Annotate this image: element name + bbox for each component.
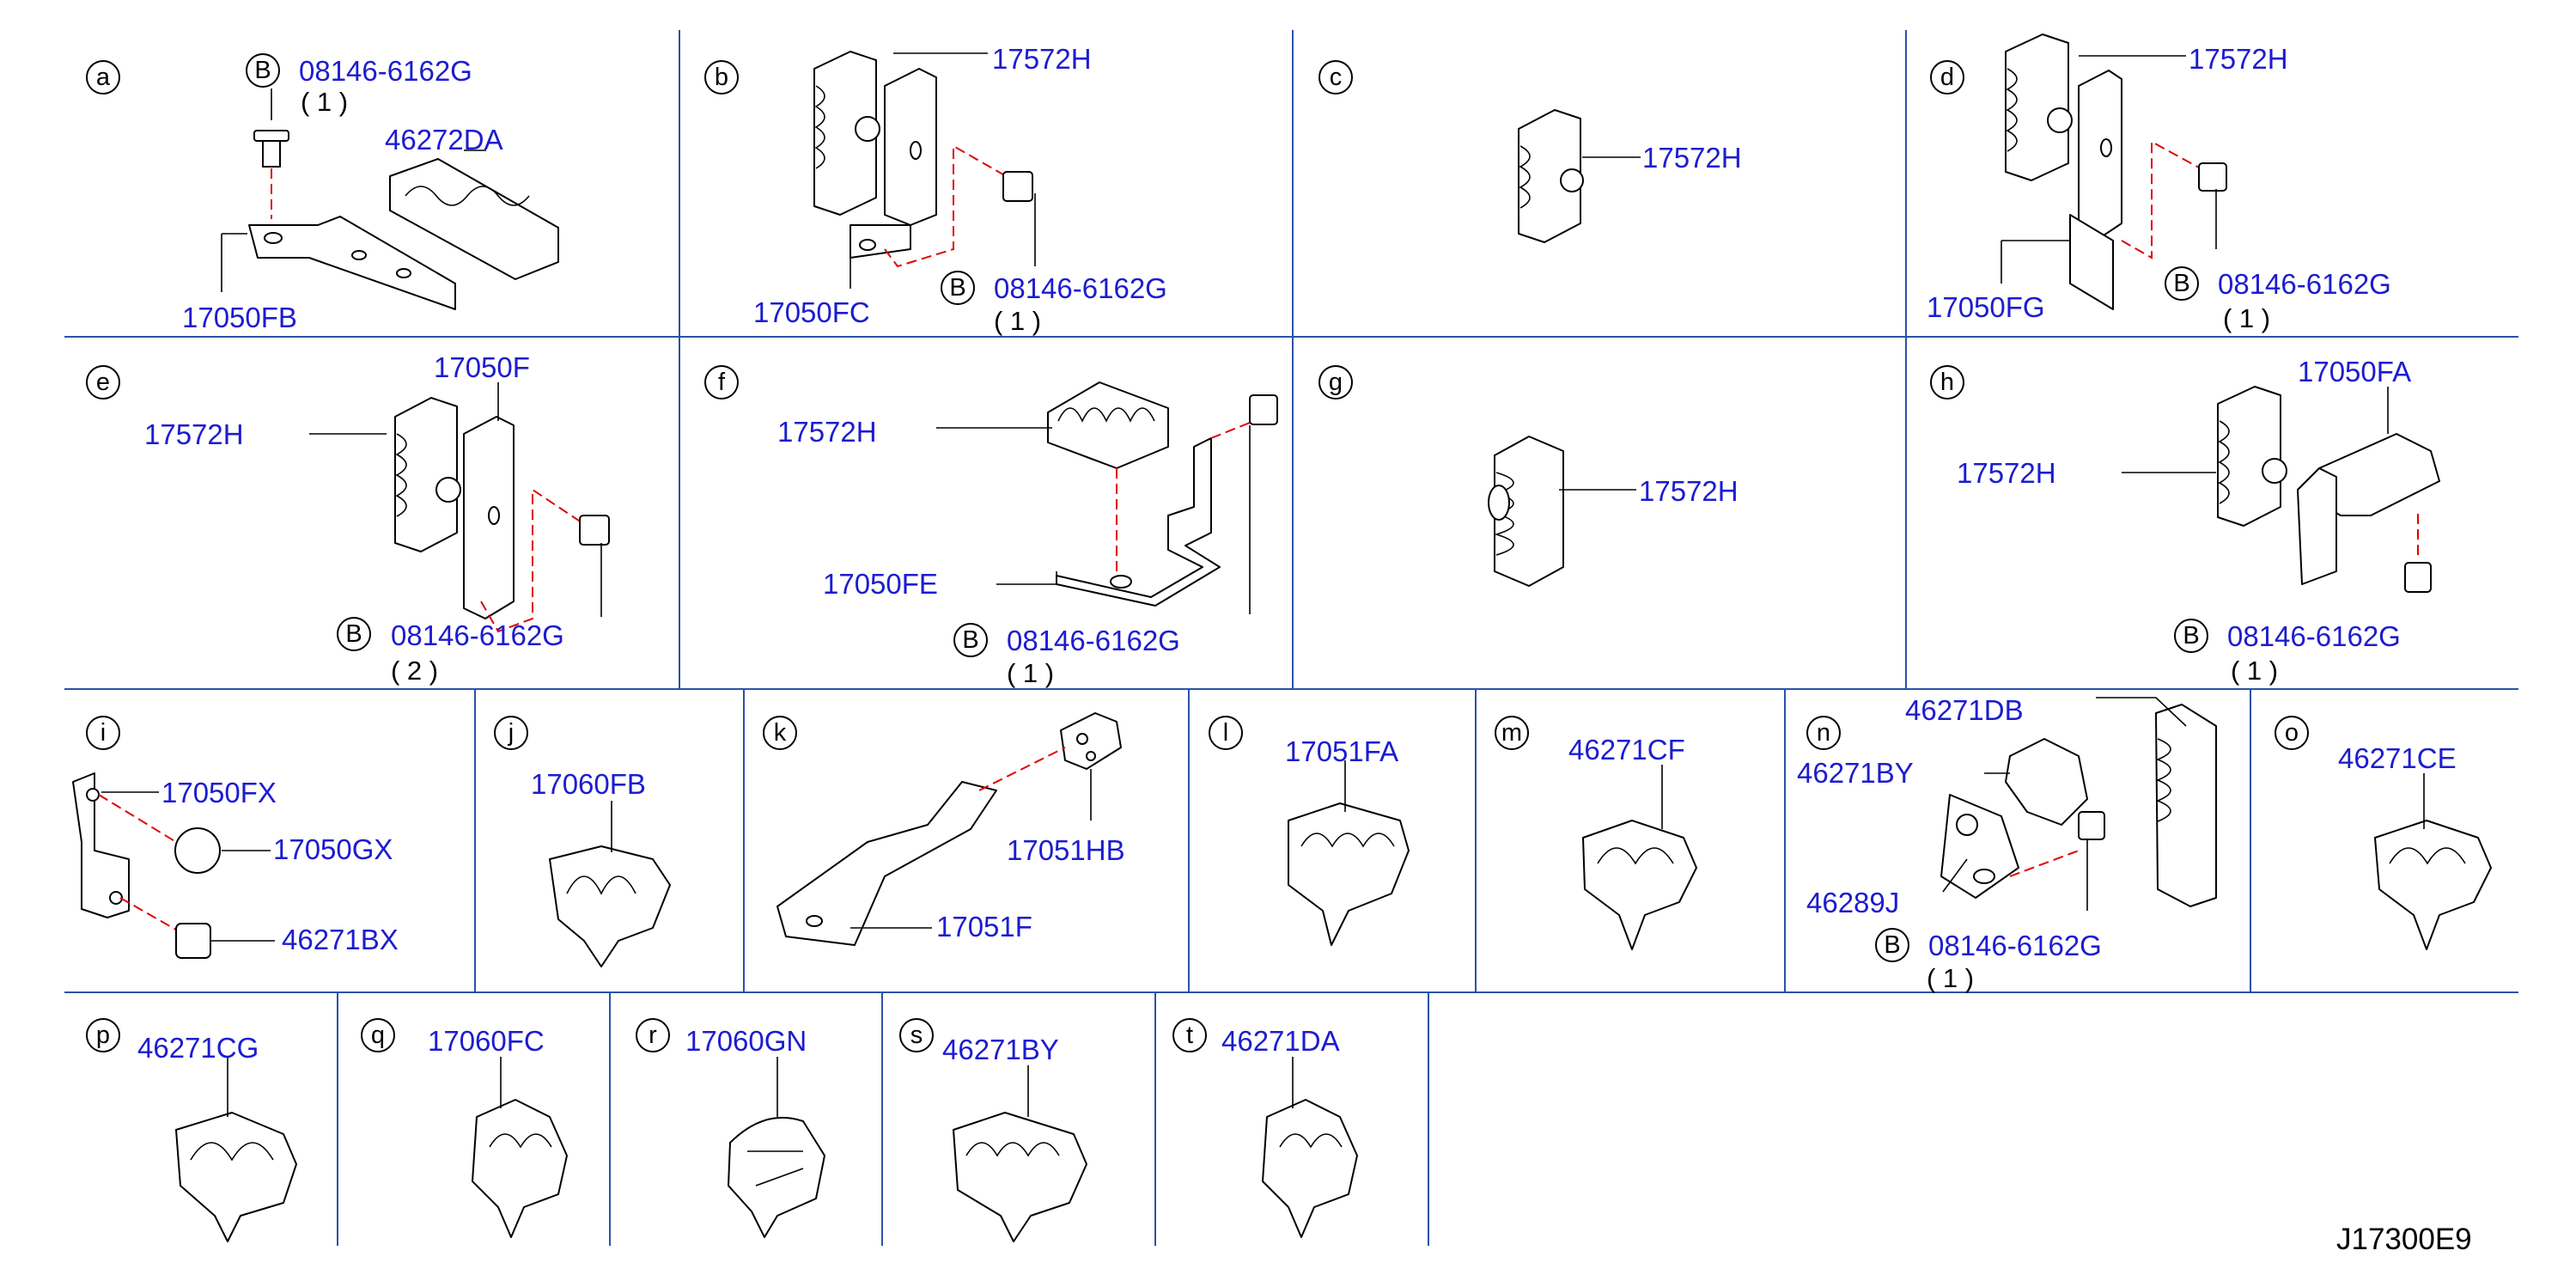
panel-d-letter: d bbox=[1930, 60, 1964, 95]
drawing-code: J17300E9 bbox=[2336, 1223, 2472, 1256]
part-label-f3: 08146-6162G bbox=[1007, 625, 1180, 656]
part-label-n4: 08146-6162G bbox=[1928, 930, 2102, 961]
panel-i-letter: i bbox=[86, 716, 120, 750]
part-label-h3: 08146-6162G bbox=[2227, 620, 2401, 652]
part-label-b3: 08146-6162G bbox=[994, 272, 1167, 304]
panel-c-letter: c bbox=[1318, 60, 1353, 95]
part-label-b1: 17572H bbox=[992, 43, 1092, 75]
part-label-e1: 17050F bbox=[434, 351, 530, 383]
panel-a-art bbox=[221, 88, 559, 310]
qty-label-n: ( 1 ) bbox=[1927, 963, 1975, 993]
panel-j-letter: j bbox=[494, 716, 528, 750]
panel-m-letter: m bbox=[1495, 716, 1529, 750]
part-label-n3: 46289J bbox=[1806, 887, 1900, 918]
panel-g-letter: g bbox=[1318, 365, 1353, 400]
panel-r-letter: r bbox=[636, 1018, 670, 1052]
panel-n-letter: n bbox=[1806, 716, 1841, 750]
qty-label-b: ( 1 ) bbox=[994, 306, 1042, 336]
part-label-f2: 17050FE bbox=[823, 568, 938, 600]
part-label-l1: 17051FA bbox=[1285, 735, 1399, 767]
panel-b-art bbox=[813, 51, 1036, 289]
panel-b-letter: b bbox=[704, 60, 739, 95]
bolt-b-badge-n: B bbox=[1875, 928, 1909, 962]
panel-s-art bbox=[953, 1065, 1087, 1242]
part-label-k2: 17051F bbox=[936, 911, 1032, 943]
part-label-b2: 17050FC bbox=[753, 296, 870, 328]
panel-p-letter: p bbox=[86, 1018, 120, 1052]
part-label-c1: 17572H bbox=[1642, 142, 1742, 174]
part-label-n1: 46271DB bbox=[1905, 694, 2024, 726]
panel-e-art bbox=[309, 382, 610, 633]
panel-m-art bbox=[1582, 765, 1697, 950]
panel-t-letter: t bbox=[1172, 1018, 1207, 1052]
part-label-m1: 46271CF bbox=[1568, 734, 1685, 766]
part-label-r1: 17060GN bbox=[685, 1025, 807, 1057]
panel-i-art bbox=[72, 772, 275, 959]
qty-label-a: ( 1 ) bbox=[301, 87, 349, 117]
panel-l-art bbox=[1288, 760, 1410, 946]
qty-label-f: ( 1 ) bbox=[1007, 658, 1055, 688]
part-label-d3: 08146-6162G bbox=[2218, 268, 2391, 300]
panel-c-art bbox=[1518, 109, 1641, 243]
qty-label-e: ( 2 ) bbox=[391, 656, 439, 686]
part-label-f1: 17572H bbox=[777, 416, 877, 448]
part-label-j1: 17060FB bbox=[531, 768, 646, 800]
part-label-h1: 17050FA bbox=[2298, 356, 2412, 387]
panel-n-art bbox=[1940, 697, 2217, 911]
panel-q-art bbox=[472, 1057, 568, 1238]
part-label-a3: 17050FB bbox=[182, 302, 297, 333]
part-label-k1: 17051HB bbox=[1007, 834, 1125, 866]
panel-s-letter: s bbox=[899, 1018, 934, 1052]
part-label-n2: 46271BY bbox=[1797, 757, 1914, 789]
part-label-s1: 46271BY bbox=[942, 1034, 1059, 1065]
part-label-q1: 17060FC bbox=[428, 1025, 545, 1057]
part-label-p1: 46271CG bbox=[137, 1032, 259, 1064]
panel-d-art bbox=[2001, 34, 2227, 310]
part-label-t1: 46271DA bbox=[1221, 1025, 1340, 1057]
bolt-b-badge-a: B bbox=[246, 53, 280, 88]
bolt-b-badge-d: B bbox=[2165, 266, 2199, 301]
part-label-a2: 46272DA bbox=[385, 124, 503, 156]
part-label-e2: 17572H bbox=[144, 418, 244, 450]
part-label-d1: 17572H bbox=[2189, 43, 2288, 75]
panel-r-art bbox=[728, 1057, 825, 1238]
part-label-g1: 17572H bbox=[1639, 475, 1739, 507]
part-label-o1: 46271CE bbox=[2338, 742, 2457, 774]
panel-t-art bbox=[1262, 1057, 1358, 1238]
panel-h-letter: h bbox=[1930, 365, 1964, 400]
panel-o-letter: o bbox=[2275, 716, 2309, 750]
panel-a-letter: a bbox=[86, 60, 120, 95]
panel-l-letter: l bbox=[1209, 716, 1243, 750]
panel-e-letter: e bbox=[86, 365, 120, 400]
bolt-b-badge-h: B bbox=[2174, 619, 2208, 653]
panel-f-letter: f bbox=[704, 365, 739, 400]
panel-grid bbox=[64, 30, 2518, 1246]
panel-h-art bbox=[2122, 386, 2440, 593]
panel-k-art bbox=[776, 712, 1122, 946]
bolt-b-badge-b: B bbox=[941, 271, 975, 305]
part-label-i2: 17050GX bbox=[273, 833, 393, 865]
part-label-e3: 08146-6162G bbox=[391, 619, 564, 651]
panel-k-letter: k bbox=[763, 716, 797, 750]
part-label-h2: 17572H bbox=[1957, 457, 2056, 489]
panel-j-art bbox=[549, 801, 671, 967]
panel-p-art bbox=[175, 1057, 297, 1242]
panel-f-art bbox=[936, 381, 1278, 614]
part-label-d2: 17050FG bbox=[1927, 291, 2045, 323]
panel-q-letter: q bbox=[361, 1018, 395, 1052]
part-label-a1: 08146-6162G bbox=[299, 55, 472, 87]
part-label-i3: 46271BX bbox=[282, 924, 399, 955]
bolt-b-badge-e: B bbox=[337, 617, 371, 651]
panel-g-art bbox=[1488, 436, 1636, 587]
qty-label-h: ( 1 ) bbox=[2231, 656, 2279, 686]
qty-label-d: ( 1 ) bbox=[2223, 303, 2271, 333]
bolt-b-badge-f: B bbox=[953, 623, 988, 657]
part-label-i1: 17050FX bbox=[161, 777, 277, 808]
panel-o-art bbox=[2374, 773, 2492, 950]
